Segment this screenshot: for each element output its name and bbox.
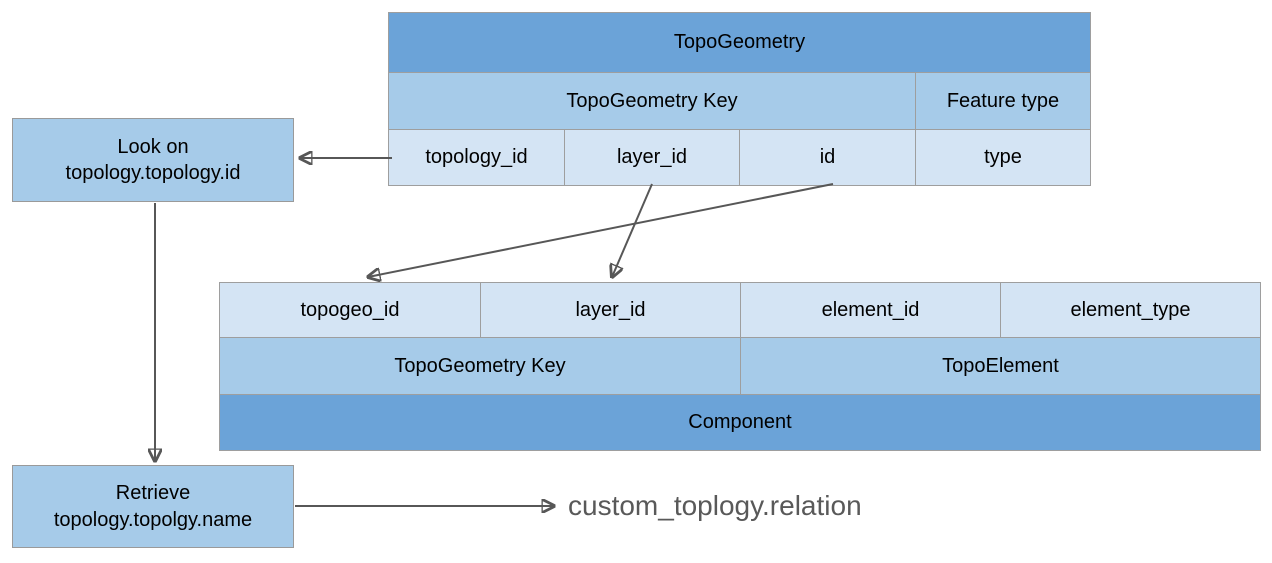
topogeometry-field-type: type <box>915 129 1091 186</box>
label-custom-toplogy-relation: custom_toplogy.relation <box>568 490 862 521</box>
connector-id-to-topogeo-id <box>368 183 834 277</box>
process-box-look-on-line2: topology.topology.id <box>65 162 241 184</box>
process-box-look-on[interactable]: Look on topology.topology.id <box>12 118 294 202</box>
process-box-look-on-line1: Look on <box>117 135 189 158</box>
process-box-retrieve-line1: Retrieve <box>115 482 191 505</box>
topogeometry-field-layer-id: layer_id <box>564 129 740 186</box>
component-field-topogeo-id: topogeo_id <box>219 282 481 338</box>
component-table: topogeo_id layer_id element_id element_t… <box>219 282 1261 451</box>
topogeometry-field-topology-id: topology_id <box>388 129 565 186</box>
process-box-retrieve-line2: topology.topolgy.name <box>53 508 253 531</box>
topogeometry-table-header: TopoGeometry <box>388 12 1091 73</box>
process-box-retrieve-text: Retrieve topology.topolgy.name <box>54 480 252 533</box>
component-field-layer-id: layer_id <box>480 282 741 338</box>
component-group-topogeometry-key: TopoGeometry Key <box>219 337 741 395</box>
process-box-retrieve[interactable]: Retrieve topology.topolgy.name <box>12 465 294 548</box>
topogeometry-group-feature-type: Feature type <box>915 72 1091 130</box>
component-group-topoelement: TopoElement <box>740 337 1261 395</box>
topogeometry-table: TopoGeometry TopoGeometry Key Feature ty… <box>388 12 1091 186</box>
component-field-element-type: element_type <box>1000 282 1261 338</box>
process-box-look-on-text: Look on topology.topology.id <box>66 134 241 187</box>
topogeometry-group-key: TopoGeometry Key <box>388 72 916 130</box>
topogeometry-field-id: id <box>739 129 916 186</box>
connector-layer-id-to-layer-id <box>612 183 653 277</box>
component-field-element-id: element_id <box>740 282 1001 338</box>
component-table-footer: Component <box>219 394 1261 451</box>
